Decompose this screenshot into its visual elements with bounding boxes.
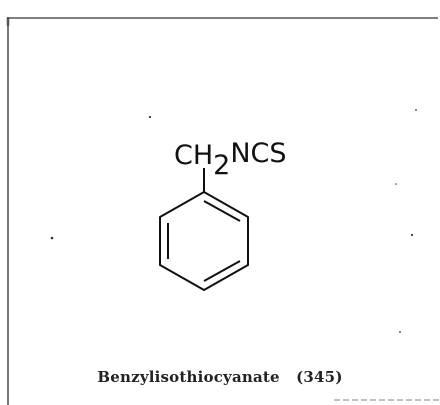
figure-frame bbox=[6, 17, 440, 405]
substituent-main: CH bbox=[174, 140, 213, 171]
scan-speckles bbox=[50, 109, 417, 333]
compound-number: (345) bbox=[296, 368, 343, 386]
figure-caption: Benzylisothiocyanate (345) bbox=[0, 368, 440, 386]
substituent-subscript: 2 bbox=[213, 150, 230, 181]
substituent-tail: NCS bbox=[230, 138, 286, 169]
substituent-label: CH2NCS bbox=[174, 138, 287, 181]
compound-name: Benzylisothiocyanate bbox=[97, 368, 280, 386]
benzene-ring bbox=[159, 191, 249, 291]
